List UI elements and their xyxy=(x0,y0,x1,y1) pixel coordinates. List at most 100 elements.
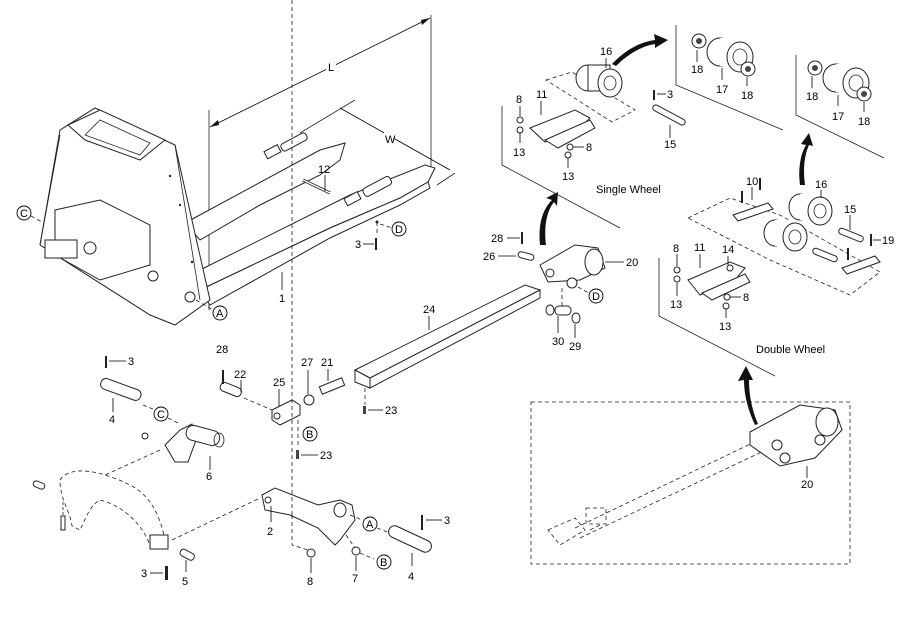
callout-4: 4 xyxy=(408,571,414,583)
callout-8: 8 xyxy=(673,243,679,255)
lever-arm xyxy=(261,487,356,546)
bushing xyxy=(554,305,572,316)
bushing xyxy=(564,151,572,159)
callout-12: 12 xyxy=(318,164,330,176)
callout-30: 30 xyxy=(552,336,564,348)
pin xyxy=(388,525,432,553)
clevis-hole xyxy=(273,412,281,420)
dimension-arrow-w xyxy=(339,107,451,171)
callout-15: 15 xyxy=(664,139,676,151)
callout-6: 6 xyxy=(206,471,212,483)
callout-14: 14 xyxy=(722,244,734,256)
callout-13: 13 xyxy=(513,147,525,159)
ref-marker-label: C xyxy=(20,208,28,220)
bushing xyxy=(673,266,681,274)
callout-23: 23 xyxy=(385,405,397,417)
lever-hole xyxy=(264,496,272,504)
callout-28: 28 xyxy=(216,344,228,356)
pin xyxy=(179,548,195,561)
single-wheel-detail: Single Wheel 16 8 13 11 8 13 3 15 xyxy=(501,34,686,229)
ref-marker-label: B xyxy=(380,557,387,569)
callout-18: 18 xyxy=(691,64,703,76)
bushing xyxy=(566,143,574,151)
ref-marker-b xyxy=(376,554,392,570)
bushing xyxy=(673,275,681,283)
flow-arrow-icon xyxy=(738,366,758,425)
axle xyxy=(838,227,864,243)
pin xyxy=(32,480,46,490)
assembly-view-border xyxy=(530,401,851,565)
chassis-hole xyxy=(147,270,159,282)
push-rod xyxy=(353,284,542,379)
fork-slot xyxy=(343,191,362,207)
lower-linkage: 3 4 C 6 5 3 2 xyxy=(32,0,450,588)
panel-border xyxy=(795,55,885,159)
callout-15: 15 xyxy=(844,204,856,216)
panel-border xyxy=(501,106,621,229)
caption-double-wheel: Double Wheel xyxy=(756,344,825,356)
callout-11: 11 xyxy=(694,242,705,254)
push-rod-assembly: 24 23 21 27 25 22 28 B 23 xyxy=(216,284,542,462)
nut xyxy=(351,546,361,556)
callout-7: 7 xyxy=(352,573,358,585)
fork-left xyxy=(184,142,346,241)
link-plate xyxy=(841,255,881,275)
ref-marker-b xyxy=(302,426,318,442)
ref-marker-label: A xyxy=(366,519,374,531)
assembly-outline xyxy=(545,71,636,123)
callout-18: 18 xyxy=(858,116,870,128)
bracket-hole xyxy=(566,277,578,289)
bushing xyxy=(516,126,524,134)
bracket-hole xyxy=(814,434,826,446)
push-rod-phantom xyxy=(574,436,771,539)
callout-5: 5 xyxy=(182,576,188,588)
callout-22: 22 xyxy=(234,369,246,381)
ref-marker-label: D xyxy=(395,224,403,236)
callout-3: 3 xyxy=(355,239,361,251)
ref-marker-c xyxy=(153,406,169,422)
adjusting-screw xyxy=(318,377,346,395)
axle xyxy=(652,104,686,126)
ref-marker-label: C xyxy=(157,409,165,421)
flow-arrow-icon xyxy=(799,133,813,185)
roller-wheel xyxy=(584,248,604,276)
bracket-hole xyxy=(779,452,791,464)
ref-marker-label: A xyxy=(216,308,224,320)
flow-arrow-icon xyxy=(612,34,668,66)
nut xyxy=(303,394,315,406)
bracket-hole xyxy=(771,439,783,451)
bushing xyxy=(723,293,731,301)
link-plate xyxy=(700,273,751,301)
double-wheel-detail: Double Wheel 10 16 15 19 xyxy=(658,176,894,377)
callout-8: 8 xyxy=(586,142,592,154)
callout-16: 16 xyxy=(600,46,612,58)
callout-3: 3 xyxy=(444,515,450,527)
dimension-ext-w2 xyxy=(436,172,456,186)
callout-27: 27 xyxy=(301,357,313,369)
arrowhead-icon xyxy=(210,120,219,127)
bearing-detail-single: 18 17 18 xyxy=(675,25,784,131)
spacer xyxy=(726,264,734,272)
bracket-hole xyxy=(545,268,555,278)
callout-20: 20 xyxy=(626,257,638,269)
callout-3: 3 xyxy=(141,568,147,580)
callout-11: 11 xyxy=(536,89,547,101)
fork-slot xyxy=(280,132,308,152)
push-rod-side xyxy=(369,289,541,389)
arrowhead-icon xyxy=(421,18,430,25)
chassis-hole xyxy=(83,241,97,255)
ref-marker-label: D xyxy=(592,291,600,303)
link-plate xyxy=(543,119,596,149)
callout-18: 18 xyxy=(806,91,818,103)
phantom-lift-arm xyxy=(59,470,166,546)
handle-socket-inner xyxy=(84,119,151,156)
pin xyxy=(517,251,535,261)
callout-2: 2 xyxy=(267,526,273,538)
flow-arrow-icon xyxy=(539,192,558,245)
callout-13: 13 xyxy=(670,299,682,311)
handle-socket xyxy=(67,109,166,161)
axle-tube xyxy=(185,424,221,447)
callout-10: 10 xyxy=(746,176,758,188)
ref-marker-c xyxy=(16,205,32,221)
